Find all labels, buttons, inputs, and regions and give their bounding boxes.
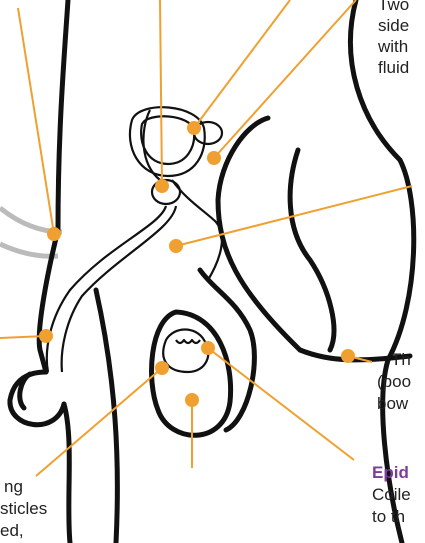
rectum-label-line: bow xyxy=(377,393,411,415)
urethra-inner xyxy=(62,206,176,372)
leader-line-bladder xyxy=(160,0,162,186)
bladder-inner xyxy=(141,116,194,164)
leader-dot-rectum xyxy=(342,350,354,362)
seminal-vesicles-label: Two side with fluid xyxy=(378,0,409,78)
front-body-outline xyxy=(39,0,68,372)
leader-dot-body xyxy=(48,228,60,240)
rectum-label-line: (poo xyxy=(377,371,411,393)
epididymis-label-line: Coile xyxy=(372,484,411,506)
rectum-label-line: Th xyxy=(377,349,411,371)
epididymis-label-line: to th xyxy=(372,506,411,528)
seminal-vesicles-label-line: fluid xyxy=(378,57,409,78)
leader-dot-urethra xyxy=(40,330,52,342)
leader-dot-vas xyxy=(170,240,182,252)
leader-dot-seminal-vesicle xyxy=(208,152,220,164)
leader-dot-seminal-vesicle-upper xyxy=(188,122,200,134)
seminal-vesicles-label-line: Two xyxy=(378,0,409,15)
leader-dot-epididymis xyxy=(202,342,214,354)
seminal-vesicles-label-line: side xyxy=(378,15,409,36)
scrotum-label-line: sticles xyxy=(0,498,47,520)
epididymis-label: Epid Coile to th xyxy=(372,462,411,528)
seminal-vesicles-label-line: with xyxy=(378,36,409,57)
leader-line-testis xyxy=(36,368,162,476)
rectum-outline xyxy=(290,150,334,350)
leader-dot-scrotum xyxy=(186,394,198,406)
epididymis-coil xyxy=(176,340,200,343)
leader-dot-testis xyxy=(156,362,168,374)
spine-outline xyxy=(218,118,300,350)
scrotum-label-line: ng xyxy=(0,476,47,498)
leader-line-body xyxy=(18,8,54,234)
internal-organs xyxy=(47,107,222,372)
scrotum-label-line: ed, xyxy=(0,520,47,542)
scrotum-label: ng sticles ed, xyxy=(0,476,47,542)
leader-line-seminal-vesicle xyxy=(214,0,356,158)
epididymis-heading: Epid xyxy=(372,462,411,484)
leader-line-seminal-vesicle-upper xyxy=(194,0,290,128)
leader-dot-bladder xyxy=(156,180,168,192)
leader-line-vas xyxy=(176,186,412,246)
thigh-outline xyxy=(64,404,70,543)
rectum-label: Th (poo bow xyxy=(377,349,411,415)
